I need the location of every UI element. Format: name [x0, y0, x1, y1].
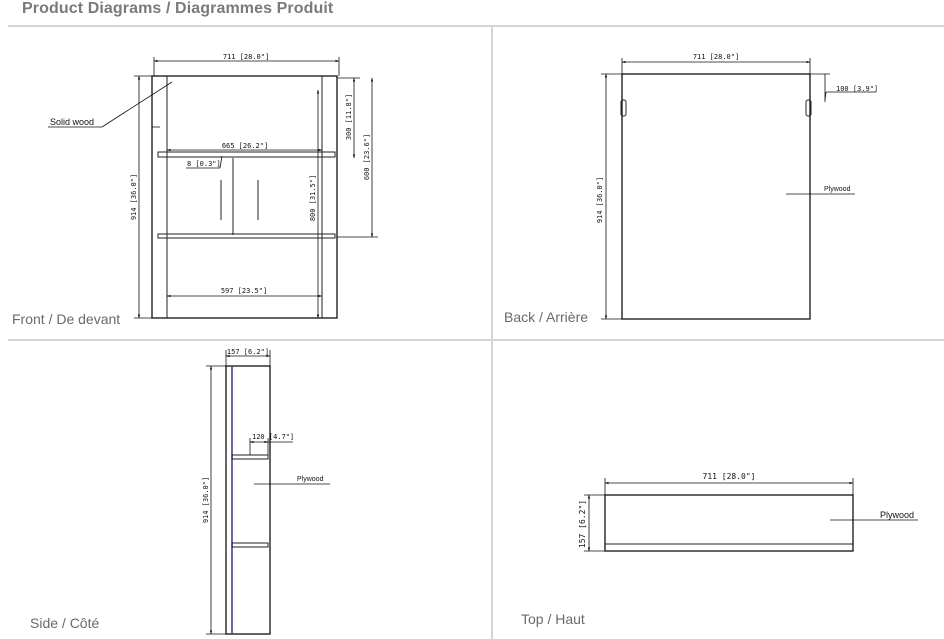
back-material-callout: Plywood — [824, 186, 851, 193]
side-height-dim: 914 [36.0"] — [202, 477, 210, 523]
back-dimension-texts: 711 [28.0"] 100 [3.9"] 914 [36.0"] Plywo… — [596, 53, 878, 223]
back-view-drawing — [620, 73, 812, 320]
top-dimensions — [584, 478, 918, 552]
front-view-drawing — [151, 75, 338, 319]
side-top-shelf — [231, 454, 269, 460]
front-thickness-dim: 8 [0.3"] — [187, 160, 221, 168]
front-dimension-texts: 711 [28.0"] 300 [11.8"] 600 [23.6"] 665 … — [50, 53, 371, 295]
side-depth-dim: 157 [6.2"] — [227, 348, 269, 356]
front-door-height-dim: 800 [31.5"] — [309, 175, 317, 221]
side-bottom-shelf — [231, 542, 269, 548]
front-bottom-shelf — [157, 233, 336, 239]
top-view-drawing — [604, 494, 854, 552]
back-height-dim: 914 [36.0"] — [596, 177, 604, 223]
front-outer-frame — [151, 75, 338, 319]
top-width-dim: 711 [28.0"] — [703, 472, 756, 481]
top-material-callout: Plywood — [880, 510, 914, 520]
back-hanger-right — [805, 99, 812, 117]
column-divider — [491, 27, 493, 639]
back-dimensions — [601, 58, 876, 320]
header-divider — [8, 25, 944, 27]
front-material-callout: Solid wood — [50, 117, 94, 127]
front-height-dim: 914 [36.0"] — [130, 174, 138, 220]
top-outer — [604, 494, 854, 552]
top-dimension-texts: 711 [28.0"] 157 [6.2"] Plywood — [578, 472, 914, 548]
back-offset-dim: 100 [3.9"] — [836, 85, 878, 93]
front-panel-label: Front / De devant — [12, 311, 121, 327]
front-bottom-width-dim: 597 [23.5"] — [221, 287, 267, 295]
front-top-gap-dim: 300 [11.8"] — [345, 94, 353, 140]
front-inner-width-dim: 665 [26.2"] — [222, 142, 268, 150]
side-material-callout: Plywood — [297, 476, 324, 483]
front-shelf-span-dim: 600 [23.6"] — [363, 134, 371, 180]
side-dimensions — [206, 350, 330, 635]
front-width-dim: 711 [28.0"] — [223, 53, 269, 61]
front-dimensions — [48, 57, 378, 319]
side-dimension-texts: 157 [6.2"] 120 [4.7"] 914 [36.0"] Plywoo… — [202, 348, 324, 523]
top-panel-label: Top / Haut — [521, 611, 585, 627]
side-shelf-depth-dim: 120 [4.7"] — [252, 433, 294, 441]
back-panel-label: Back / Arrière — [504, 309, 589, 325]
front-top-shelf — [157, 151, 336, 158]
side-view-drawing — [225, 365, 271, 635]
row-divider — [8, 339, 944, 341]
side-outer — [225, 365, 271, 635]
side-panel-label: Side / Côté — [30, 615, 100, 631]
top-depth-dim: 157 [6.2"] — [578, 500, 587, 548]
back-width-dim: 711 [28.0"] — [693, 53, 739, 61]
page-title: Product Diagrams / Diagrammes Produit — [22, 0, 334, 17]
back-hanger-left — [620, 99, 627, 117]
back-panel — [621, 73, 811, 320]
